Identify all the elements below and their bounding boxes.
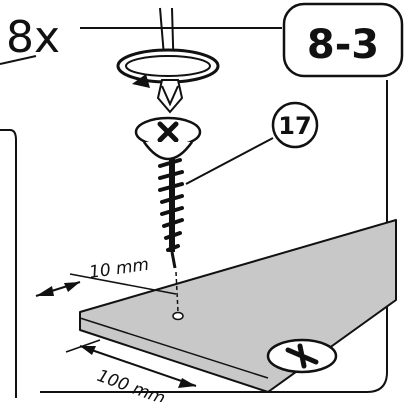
- side-offset-label: 100 mm: [94, 366, 168, 402]
- pilot-hole: [172, 311, 184, 321]
- phillips-screw-head-icon: [266, 338, 338, 374]
- side-offset-dimension: [65, 339, 197, 388]
- frame-left-edge: [0, 129, 17, 398]
- frame-right-edge: [40, 80, 388, 393]
- quantity-label: 8x: [6, 12, 60, 63]
- edge-offset-dimension: [35, 273, 177, 297]
- frame-top-left-line: [0, 55, 37, 65]
- edge-offset-label: 10 mm: [88, 255, 150, 283]
- part-number-label: 17: [278, 112, 311, 140]
- wood-panel: [79, 219, 397, 393]
- part-callout: [185, 101, 319, 185]
- push-down-arrow-icon: [156, 79, 184, 114]
- wood-screw-icon: [134, 116, 202, 269]
- step-badge-frame: [282, 2, 404, 78]
- step-label: 8-3: [307, 22, 379, 68]
